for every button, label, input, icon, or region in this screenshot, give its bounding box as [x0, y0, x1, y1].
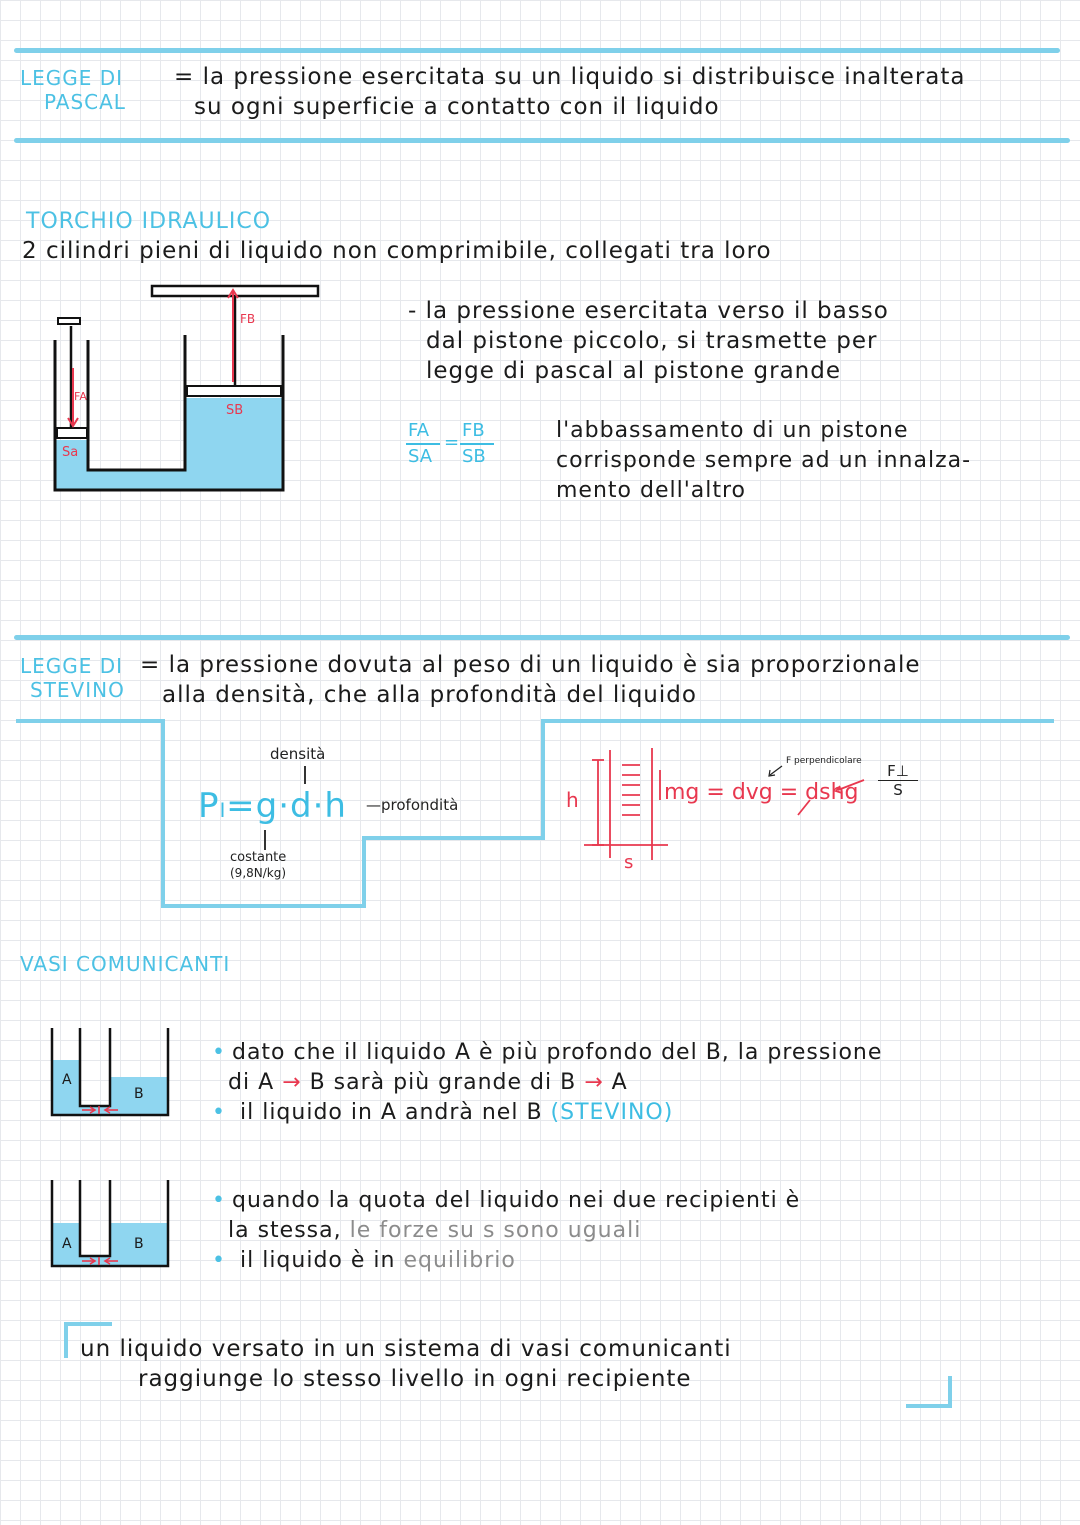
- vasi-case1-text: dato che il liquido A è più profondo del…: [212, 1038, 882, 1128]
- stevino-definition: = la pressione dovuta al peso di un liqu…: [140, 652, 921, 708]
- stevino-title: LEGGE DI STEVINO: [20, 654, 125, 702]
- costante-value: (9,8N/kg): [230, 866, 287, 880]
- pascal-definition: = la pressione esercitata su un liquido …: [174, 64, 966, 120]
- label-sb: SB: [226, 403, 244, 418]
- sketch-s: s: [624, 852, 634, 873]
- vasi-title: VASI COMUNICANTI: [20, 952, 231, 976]
- pascal-ratio-formula: FA SA = FB SB: [406, 420, 506, 470]
- profondita-label: —profondità: [366, 796, 459, 814]
- costante-label: costante: [230, 850, 287, 865]
- densita-label: densità: [270, 745, 326, 763]
- label-sa: Sa: [62, 445, 79, 460]
- stevino-formula: Pₗ=g·d·h: [198, 786, 347, 826]
- sketch-perp-note: F perpendicolare: [786, 756, 862, 766]
- piston-note: l'abbassamento di un pistone corrisponde…: [556, 418, 972, 503]
- stevino-top-rule: [14, 635, 1070, 640]
- label-fb: FB: [240, 312, 256, 326]
- vessel2-label-b: B: [134, 1236, 144, 1252]
- vessel1-label-a: A: [62, 1072, 72, 1088]
- torchio-explanation: - la pressione esercitata verso il basso…: [408, 298, 889, 384]
- label-fa: FA: [74, 390, 87, 403]
- sketch-h: h: [566, 788, 579, 812]
- pascal-title: LEGGE DI PASCAL: [20, 66, 126, 114]
- top-rule: [14, 48, 1060, 53]
- torchio-subtitle: 2 cilindri pieni di liquido non comprimi…: [22, 238, 772, 264]
- vasi-conclusion: un liquido versato in un sistema di vasi…: [80, 1336, 732, 1392]
- sketch-force-ratio: F⊥ S: [878, 762, 918, 799]
- vasi-case2-text: quando la quota del liquido nei due reci…: [212, 1186, 800, 1276]
- torchio-title: TORCHIO IDRAULICO: [26, 209, 272, 234]
- vessel1-label-b: B: [134, 1086, 144, 1102]
- pascal-bottom-rule: [14, 138, 1070, 143]
- sketch-equation: mg = dvg = dshg: [664, 780, 859, 805]
- vessel2-label-a: A: [62, 1236, 72, 1252]
